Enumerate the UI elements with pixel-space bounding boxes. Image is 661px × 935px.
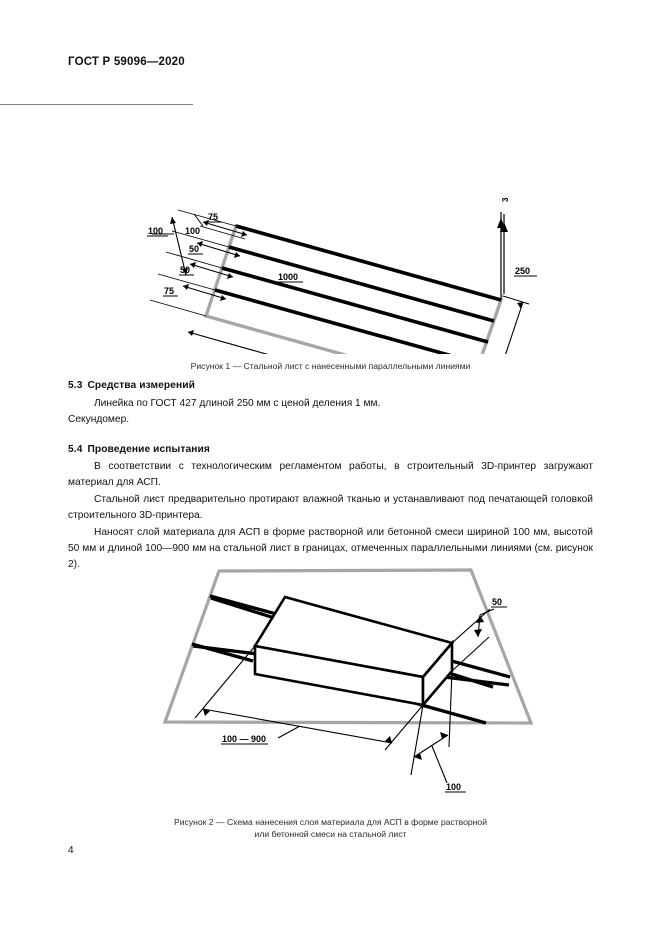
figure-2-caption-line-2: или бетонной смеси на стальной лист <box>254 829 407 840</box>
section-5-3-paragraph-1: Линейка по ГОСТ 427 длиной 250 мм с цено… <box>94 398 381 409</box>
dimension-label-3-thickness: 3 <box>501 197 510 202</box>
section-5-4-body: В соответствии с технологическим регламе… <box>68 459 593 574</box>
figure-1-caption-text: Рисунок 1 — Стальной лист с нанесенными … <box>190 361 471 371</box>
dimension-label-50-height: 50 <box>492 597 502 607</box>
figure-1-left-dimension-labels: 75 100 50 50 75 <box>152 212 222 297</box>
figure-1-width-dimension <box>502 295 530 354</box>
dimension-label-100-overall: 100 <box>148 226 163 236</box>
section-5-3-paragraph-2: Секундомер. <box>68 414 130 426</box>
section-5-4-paragraph-3: Наносят слой материала для АСП в форме р… <box>68 526 593 571</box>
section-5-3-number: 5.3 <box>68 380 83 391</box>
dimension-label-250: 250 <box>515 266 530 276</box>
dimension-label-75-bottom: 75 <box>164 286 174 296</box>
section-5-3-heading-wrap: 5.3 Средства измерений <box>68 380 593 391</box>
dimension-label-100-width: 100 <box>446 782 461 792</box>
figure-1-drawing: 75 100 50 50 75 100 <box>0 104 537 354</box>
section-5-4-number: 5.4 <box>68 444 83 455</box>
dimension-label-50-upper: 50 <box>189 244 199 254</box>
page-number: 4 <box>68 845 74 856</box>
figure-2-container: 50 100 — 900 <box>0 565 661 841</box>
dimension-label-100-900: 100 — 900 <box>222 734 266 744</box>
dimension-label-50-lower: 50 <box>180 265 190 275</box>
figure-1-left-dimensions <box>0 104 248 317</box>
section-5-3-body: Линейка по ГОСТ 427 длиной 250 мм с цено… <box>68 396 593 429</box>
figure-2-height-dimension <box>451 608 495 672</box>
section-5-3-heading: 5.3 Средства измерений <box>68 380 593 391</box>
figure-2-length-dimension <box>194 645 424 751</box>
dimension-label-1000-visible: 1000 <box>278 272 298 282</box>
section-5-4-paragraph-1: В соответствии с технологическим регламе… <box>68 461 593 489</box>
dimension-label-75-top: 75 <box>208 212 218 222</box>
section-5-4-title: Проведение испытания <box>87 444 210 455</box>
parallel-marking-lines <box>214 224 502 354</box>
section-5-4-paragraph-2: Стальной лист предварительно протирают в… <box>68 493 593 522</box>
section-5-4-heading: 5.4 Проведение испытания <box>68 444 593 455</box>
figure-2-width-dimension <box>410 670 453 784</box>
section-5-3-title: Средства измерений <box>87 380 195 391</box>
dimension-label-100-total: 100 <box>185 226 200 236</box>
figure-1-container: 75 100 50 50 75 100 <box>0 104 661 372</box>
figure-2-drawing: 50 100 — 900 <box>162 568 534 793</box>
section-5-4-heading-wrap: 5.4 Проведение испытания <box>68 444 593 455</box>
figure-2-caption: Рисунок 2 — Схема нанесения слоя материа… <box>0 816 661 841</box>
document-header-standard-number: ГОСТ Р 59096—2020 <box>68 56 185 68</box>
figure-1-caption: Рисунок 1 — Стальной лист с нанесенными … <box>0 360 661 372</box>
figure-1-thickness-dimension <box>497 212 508 300</box>
figure-1-length-dimension <box>187 330 269 354</box>
deposited-material-block <box>252 595 455 709</box>
figure-2-caption-line-1: Рисунок 2 — Схема нанесения слоя материа… <box>174 817 487 827</box>
